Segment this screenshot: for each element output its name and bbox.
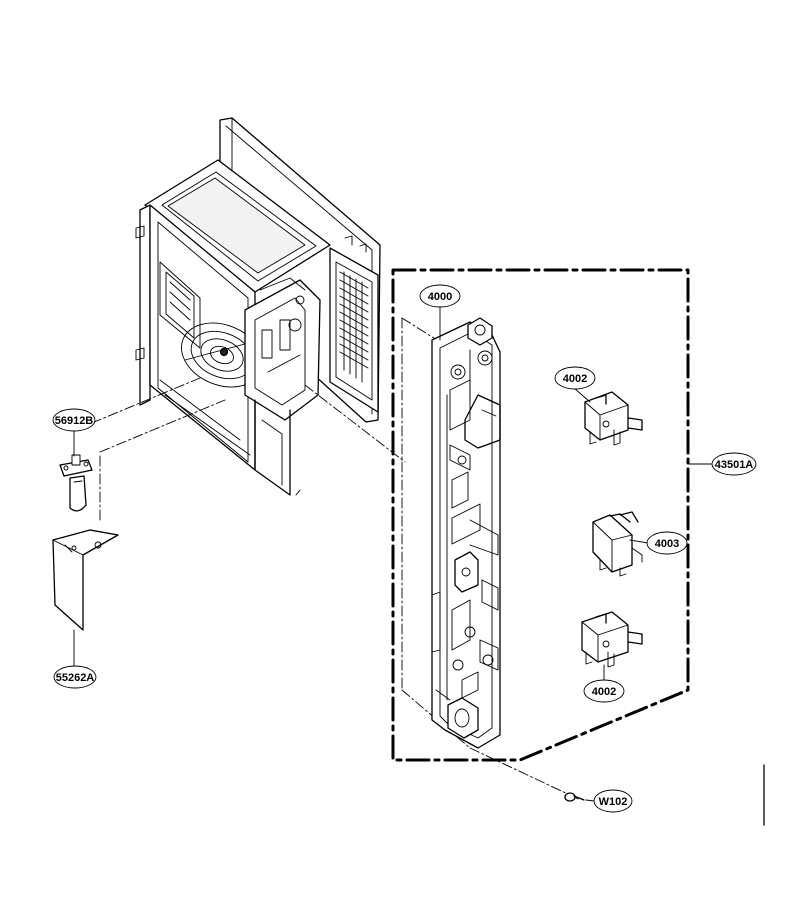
callout-label-43501A: 43501A	[715, 459, 754, 471]
callout-4002-top: 4002	[554, 366, 596, 390]
callout-label-4002-bottom: 4002	[592, 686, 616, 698]
callout-W102: W102	[593, 789, 633, 813]
callout-43501A: 43501A	[711, 452, 757, 476]
callout-label-W102: W102	[599, 796, 628, 808]
callout-label-4002-top: 4002	[563, 373, 587, 385]
screw-W102-drawing	[564, 792, 585, 802]
callout-label-4000: 4000	[428, 291, 452, 303]
callout-4002-bottom: 4002	[583, 679, 625, 703]
callout-leaders	[73, 305, 649, 802]
callout-55262A: 55262A	[53, 665, 97, 689]
latch-board-drawing	[431, 317, 501, 749]
switch-4003-drawing	[592, 511, 643, 577]
callout-56912B: 56912B	[52, 408, 96, 432]
lamp-56912B-drawing	[59, 454, 93, 512]
callout-4000: 4000	[419, 284, 461, 308]
assembly-boundary-43501A	[391, 268, 713, 762]
callout-label-4003: 4003	[655, 538, 679, 550]
lamp-cover-55262A-drawing	[52, 529, 119, 631]
switch-4002-top-drawing	[584, 391, 643, 446]
callout-label-55262A: 55262A	[56, 672, 95, 684]
callout-4003: 4003	[646, 531, 688, 555]
oven-cavity-drawing	[135, 117, 381, 496]
switch-4002-bottom-drawing	[581, 611, 643, 668]
callout-label-56912B: 56912B	[55, 415, 94, 427]
dash-dot-leaders	[74, 317, 571, 796]
